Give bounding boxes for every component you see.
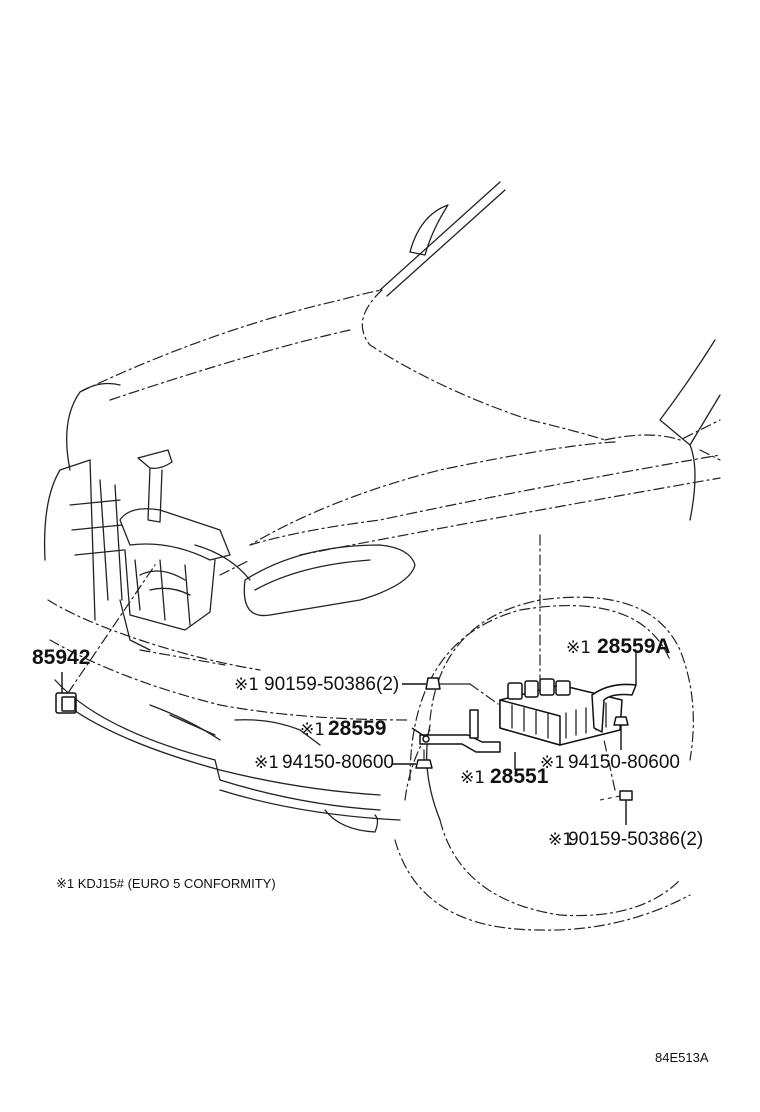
- callout-28559-mark: ※1: [300, 720, 325, 740]
- callout-94150-left: 94150-80600: [282, 752, 394, 773]
- nut-94150-right: [613, 716, 629, 750]
- part-28559-bracket: [419, 709, 501, 753]
- callout-28551: 28551: [490, 765, 549, 788]
- figure-code: 84E513A: [655, 1050, 709, 1065]
- bolt-90159-bottom: [599, 739, 633, 825]
- callout-28559: 28559: [328, 717, 386, 740]
- callout-28559A: 28559A: [597, 635, 671, 658]
- leader-lines: [61, 672, 516, 770]
- callout-94150-right-mark: ※1: [540, 753, 565, 773]
- callout-94150-right: 94150-80600: [568, 752, 680, 773]
- part-28559A-bracket: [591, 650, 637, 733]
- callout-90159-bottom-mark: ※1: [548, 830, 573, 850]
- callout-85942: 85942: [32, 646, 90, 669]
- nut-94150-left: [415, 745, 433, 769]
- callout-90159-top-mark: ※1: [234, 675, 259, 695]
- bolt-90159-top: [425, 677, 499, 705]
- part-85942-connector: [55, 564, 156, 714]
- callout-28559A-mark: ※1: [566, 638, 591, 658]
- callout-94150-left-mark: ※1: [254, 753, 279, 773]
- callout-90159-top: 90159-50386(2): [264, 674, 399, 695]
- callout-90159-bottom: 90159-50386(2): [568, 829, 703, 850]
- part-28551-control-module: [499, 534, 623, 746]
- applicability-note: ※1 KDJ15# (EURO 5 CONFORMITY): [56, 876, 276, 891]
- vehicle-outline: [43, 181, 721, 931]
- callout-28551-mark: ※1: [460, 768, 485, 788]
